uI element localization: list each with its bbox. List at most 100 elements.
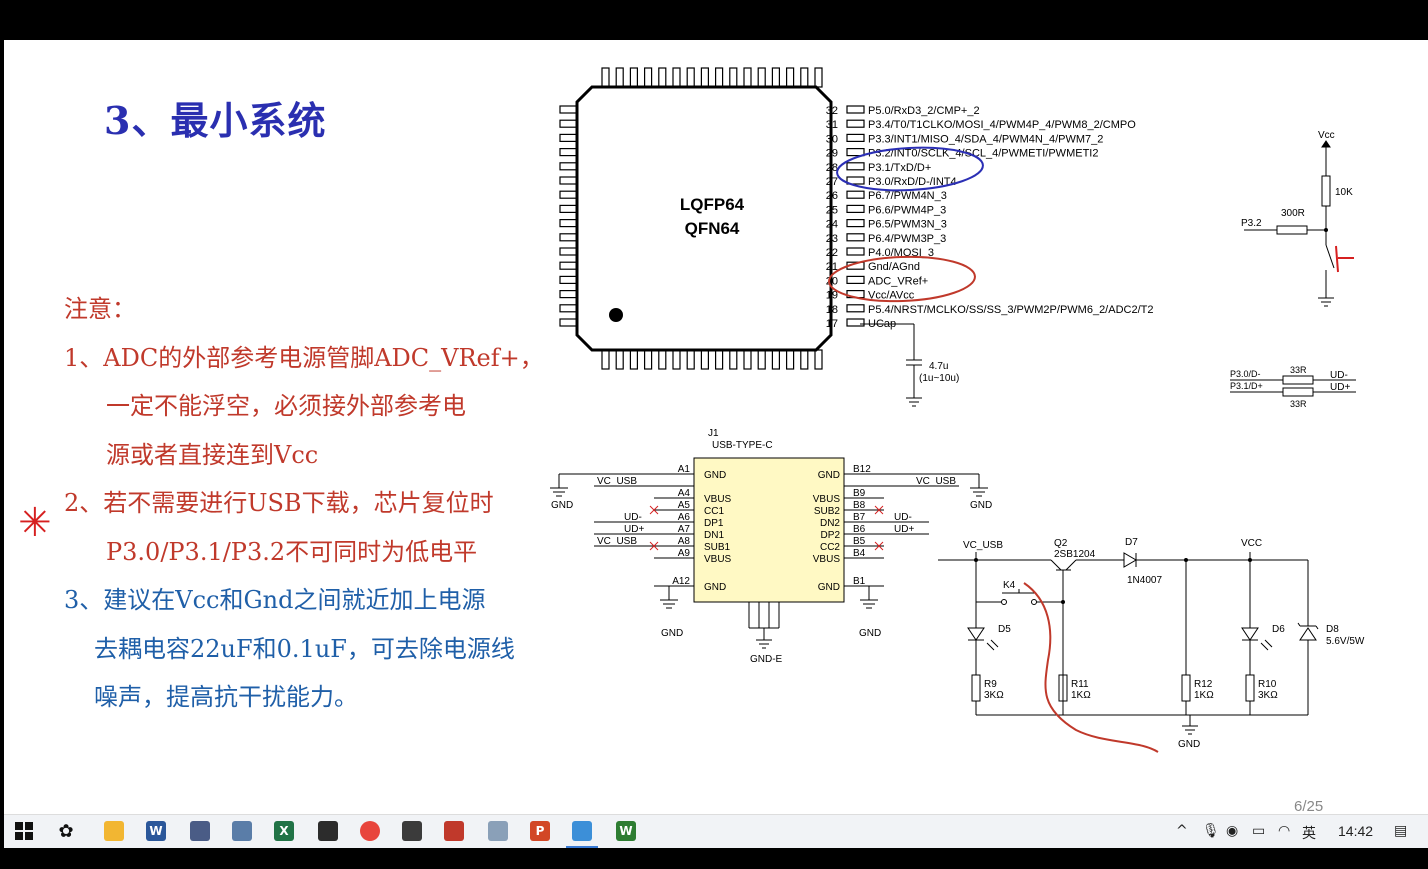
power-circuit-label: R9 [984, 679, 997, 690]
top-letterbox [0, 0, 1428, 40]
book-app-icon[interactable] [318, 821, 338, 841]
note1-line3: 源或者直接连到Vcc [106, 440, 319, 469]
chip-pin-stub [846, 133, 865, 143]
usb-r-top: 33R [1290, 365, 1307, 375]
chip-pin-stub [743, 349, 752, 370]
usb-right-pin-label: VBUS [813, 494, 841, 505]
chip-pin-number: 30 [826, 133, 838, 145]
chip-pin-label: P3.4/T0/T1CLKO/MOSI_4/PWM4P_4/PWM8_2/CMP… [868, 119, 1136, 131]
usb-right-pin-label: DN2 [820, 518, 840, 529]
battery-icon[interactable]: ▭ [1252, 823, 1266, 839]
ime-language-indicator[interactable]: 英 [1302, 826, 1316, 842]
usb-net-label: UD+ [894, 524, 914, 535]
rss-app-icon[interactable] [444, 821, 464, 841]
tray-chevron-icon[interactable]: ^ [1176, 823, 1188, 839]
usb-left-pin-label: VBUS [704, 554, 732, 565]
chip-pin-stub [846, 119, 865, 128]
usb-left-pin-number: A8 [678, 536, 691, 547]
chip-pin-number: 27 [826, 176, 838, 188]
power-circuit-label: R11 [1071, 679, 1089, 690]
taskbar-clock[interactable]: 14:42 [1338, 823, 1374, 839]
usb-net-label: GND [551, 500, 573, 511]
chip-pin-label: P6.6/PWM4P_3 [868, 204, 946, 216]
windows-start-icon[interactable] [14, 821, 34, 841]
usb-gnd-e: GND-E [750, 654, 783, 665]
chip-pin-stub [846, 304, 865, 313]
power-circuit-label: K4 [1003, 580, 1016, 591]
keil-book-icon[interactable] [402, 821, 422, 841]
chip-pin-stub [846, 247, 865, 256]
chip-pin-stub [714, 67, 724, 88]
chip-pin-stub [559, 318, 578, 327]
chip-pin-stub [559, 176, 578, 185]
reset-vcc-label: Vcc [1318, 130, 1335, 141]
chip-pin-label: P6.5/PWM3N_3 [868, 219, 947, 231]
chip-pin-stub [643, 67, 653, 88]
chip-pin-label: Gnd/AGnd [868, 261, 920, 273]
file-explorer-icon[interactable] [104, 821, 124, 841]
green-app-icon[interactable]: W [616, 821, 636, 841]
chip-pin-number: 26 [826, 190, 838, 202]
power-circuit-label: 1N4007 [1127, 575, 1162, 586]
notification-icon[interactable]: ▤ [1394, 823, 1408, 839]
reset-pin-label: P3.2 [1241, 218, 1262, 229]
usb-pin-dp: P3.1/D+ [1230, 381, 1263, 391]
chip-pin-stub [714, 349, 724, 370]
window-app-icon[interactable] [232, 821, 252, 841]
chip-pin-stub [672, 67, 681, 88]
usb-left-pin-label: SUB1 [704, 542, 731, 553]
chip-pin-stub [559, 233, 578, 242]
chip-pin-stub [643, 349, 653, 370]
chip-pin-stub [559, 147, 578, 157]
note3-line3: 噪声，提高抗干扰能力。 [94, 683, 358, 711]
usb-pin-dm: P3.0/D- [1230, 369, 1261, 379]
usb-right-pin-number: B1 [853, 576, 866, 587]
chip-pin-number: 28 [826, 162, 838, 174]
note3-line2: 去耦电容22uF和0.1uF，可去除电源线 [94, 634, 515, 663]
note3-line1: 3、建议在Vcc和Gnd之间就近加上电源 [64, 586, 486, 614]
chip-pin-stub [559, 190, 578, 199]
chip-pin-label: ADC_VRef+ [868, 275, 928, 287]
power-circuit-label: Q2 [1054, 538, 1068, 549]
chip-pin-stub [601, 67, 610, 88]
usb-left-pin-label: CC1 [704, 506, 724, 517]
slide-page-number: 6/25 [1294, 798, 1324, 814]
usb-net-label: GND [970, 500, 992, 511]
reset-red-mark [1335, 245, 1354, 273]
chrome-icon[interactable] [360, 821, 380, 841]
chip-pin-stub [814, 67, 823, 88]
usb-left-pin-number: A9 [678, 548, 691, 559]
usb-left-pin-number: A5 [678, 500, 691, 511]
usb-right-pin-label: DP2 [821, 530, 841, 541]
usb-net-label: VC_USB [597, 536, 637, 547]
usb-right-pin-number: B12 [853, 464, 871, 475]
chip-pin-stub [559, 304, 578, 313]
chip-pin-stub [615, 349, 624, 370]
word-icon[interactable]: W [146, 821, 166, 841]
note1-line2: 一定不能浮空，必须接外部参考电 [106, 392, 466, 420]
photos-app-icon[interactable] [566, 821, 598, 848]
chip-pin-stub [846, 162, 865, 171]
pinwheel-app-icon[interactable]: ✿ [58, 820, 74, 842]
power-circuit-label: D7 [1125, 537, 1138, 548]
chip-pin-number: 24 [826, 219, 838, 231]
microphone-icon[interactable]: 🎙 [1202, 823, 1220, 839]
usb-left-pin-label: GND [704, 582, 726, 593]
power-circuit-label: R12 [1194, 679, 1213, 690]
note1-line1: 1、ADC的外部参考电源管脚ADC_VRef+， [64, 343, 544, 372]
usb-net-label: GND [859, 628, 881, 639]
usb-ref: J1 [708, 428, 719, 439]
chip-pin-label: Vcc/AVcc [868, 290, 915, 302]
chip-pin-stub [846, 318, 865, 327]
chip-pin-stub [559, 105, 578, 114]
powerpoint-icon[interactable]: P [530, 821, 550, 841]
app-tray-icon[interactable]: ◉ [1226, 823, 1239, 839]
wifi-icon[interactable]: ◠ [1278, 823, 1291, 839]
excel-icon[interactable]: X [274, 821, 294, 841]
power-circuit-label: 1KΩ [1071, 690, 1091, 701]
building-app-icon[interactable] [190, 821, 210, 841]
power-circuit-label: GND [1178, 739, 1200, 750]
paper-app-icon[interactable] [488, 821, 508, 841]
chip-pin-stub [559, 119, 578, 128]
